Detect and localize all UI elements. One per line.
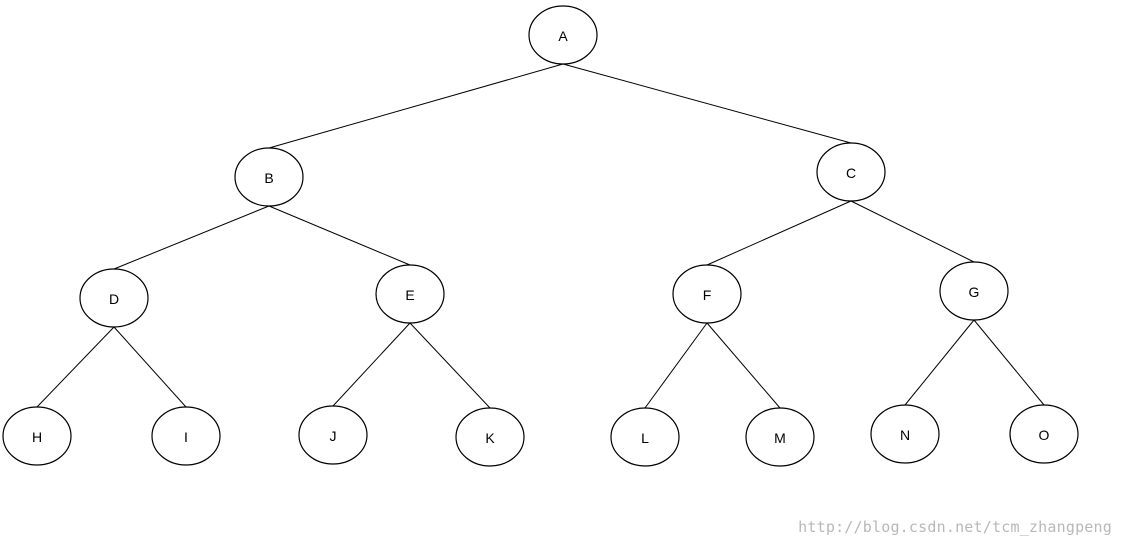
node-circle	[79, 268, 149, 328]
tree-edges	[36, 63, 1045, 409]
node-label: D	[109, 291, 119, 307]
node-label: N	[900, 427, 910, 443]
node-circle	[455, 407, 525, 467]
node-circle	[234, 147, 304, 207]
tree-node-c: C	[816, 142, 886, 202]
node-label: M	[774, 430, 786, 446]
edge-b-d	[113, 205, 270, 270]
node-label: H	[32, 429, 42, 445]
node-label: B	[264, 170, 273, 186]
node-label: E	[405, 287, 414, 303]
node-circle	[610, 407, 680, 467]
tree-node-d: D	[79, 268, 149, 328]
node-circle	[375, 264, 445, 324]
tree-node-b: B	[234, 147, 304, 207]
node-label: O	[1039, 427, 1050, 443]
tree-node-l: L	[610, 407, 680, 467]
edge-g-n	[904, 319, 975, 406]
edge-d-i	[113, 326, 187, 408]
tree-node-m: M	[745, 407, 815, 467]
edge-e-k	[409, 322, 491, 409]
node-label: J	[330, 428, 337, 444]
tree-node-i: I	[151, 406, 221, 466]
node-circle	[672, 264, 742, 324]
edge-c-f	[706, 200, 852, 266]
tree-nodes: A B C D E F G H I J K L M N O	[2, 5, 1079, 467]
edge-b-e	[268, 205, 411, 266]
tree-node-o: O	[1009, 404, 1079, 464]
tree-node-a: A	[528, 5, 598, 65]
edge-c-g	[850, 200, 975, 263]
node-circle	[939, 261, 1009, 321]
node-label: C	[846, 165, 856, 181]
edge-f-m	[706, 322, 781, 409]
node-circle	[816, 142, 886, 202]
edge-g-o	[973, 319, 1045, 406]
node-circle	[1009, 404, 1079, 464]
edge-a-b	[268, 63, 564, 149]
node-label: K	[485, 430, 495, 446]
tree-node-e: E	[375, 264, 445, 324]
tree-node-h: H	[2, 406, 72, 466]
node-circle	[2, 406, 72, 466]
edge-d-h	[36, 326, 115, 408]
blog-watermark: http://blog.csdn.net/tcm_zhangpeng	[798, 518, 1112, 536]
edge-f-l	[644, 322, 708, 409]
tree-node-k: K	[455, 407, 525, 467]
tree-node-j: J	[298, 405, 368, 465]
node-label: F	[703, 287, 712, 303]
tree-node-f: F	[672, 264, 742, 324]
node-circle	[298, 405, 368, 465]
node-label: A	[558, 28, 568, 44]
node-label: L	[641, 430, 649, 446]
node-circle	[870, 404, 940, 464]
node-label: G	[969, 284, 980, 300]
tree-node-g: G	[939, 261, 1009, 321]
node-circle	[151, 406, 221, 466]
node-circle	[745, 407, 815, 467]
node-circle	[528, 5, 598, 65]
edge-a-c	[562, 63, 852, 144]
node-label: I	[184, 429, 188, 445]
tree-node-n: N	[870, 404, 940, 464]
edge-e-j	[332, 322, 411, 407]
